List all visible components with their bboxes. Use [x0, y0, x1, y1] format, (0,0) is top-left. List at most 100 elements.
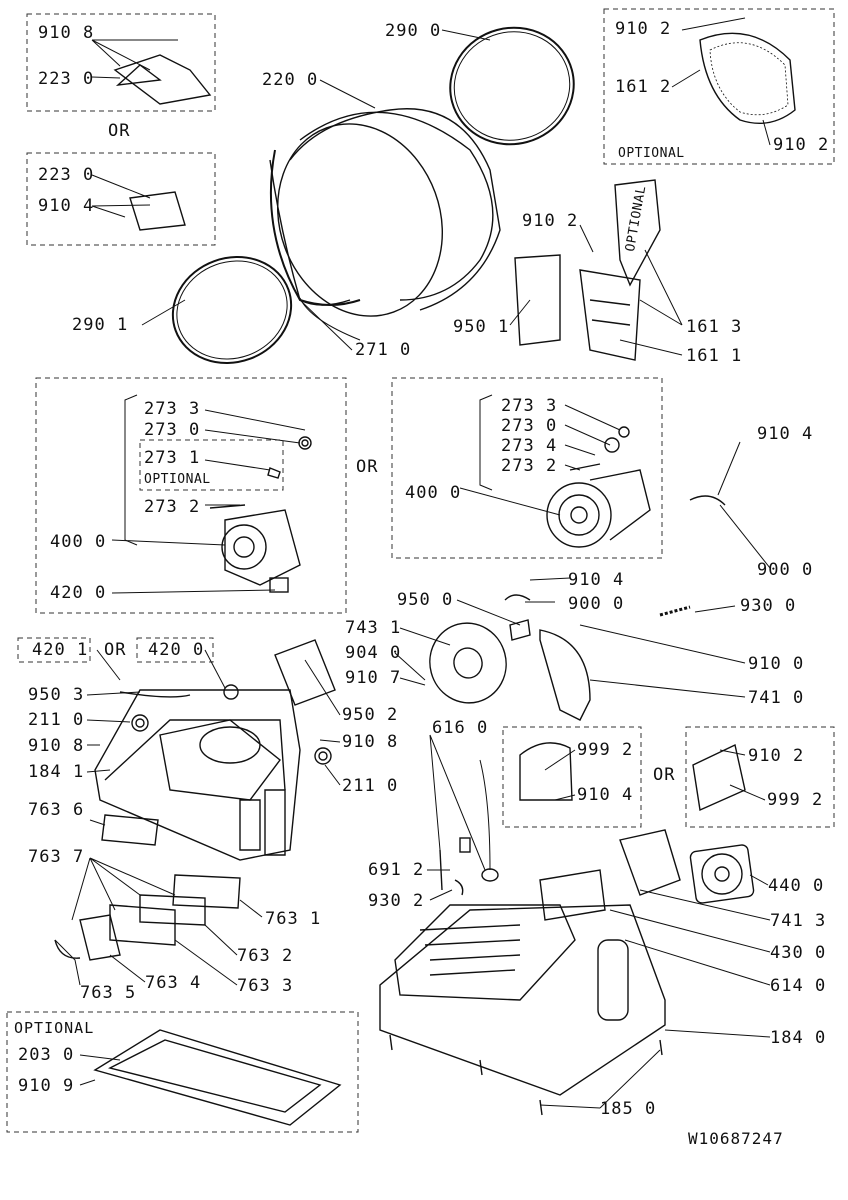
cover-999-2-b: [692, 743, 746, 812]
bearing-420-0: [223, 684, 239, 700]
label-203-0: 203 0: [18, 1045, 75, 1065]
box-999-2-a: [502, 726, 642, 828]
cover-999-2-a: [519, 742, 573, 801]
label-273-3: 273 3: [144, 399, 201, 419]
leader-lines: [54, 17, 771, 1109]
compressor-614-0: [597, 939, 629, 1021]
label-910-9: 910 9: [18, 1076, 75, 1096]
fan-440-0: [689, 844, 755, 904]
label-910-2: 910 2: [522, 211, 579, 231]
box-optional-203: [6, 1011, 359, 1133]
blower-housing-741-0: [539, 629, 591, 721]
label-or: OR: [653, 765, 676, 785]
label-691-2: 691 2: [368, 860, 425, 880]
seal-290-0: [449, 26, 575, 146]
label-290-0: 290 0: [385, 21, 442, 41]
label-273-2: 273 2: [144, 497, 201, 517]
label-763-2: 763 2: [237, 946, 294, 966]
label-763-7: 763 7: [28, 847, 85, 867]
label-400-0: 400 0: [50, 532, 107, 552]
label-910-2: 910 2: [773, 135, 830, 155]
label-273-0: 273 0: [144, 420, 201, 440]
label-910-8: 910 8: [342, 732, 399, 752]
label-910-8: 910 8: [28, 736, 85, 756]
spring-930-0: [659, 605, 691, 617]
label-161-1: 161 1: [686, 346, 743, 366]
belt-part: [269, 149, 361, 306]
filter-763-4: [79, 914, 121, 961]
box-motor-b: [391, 377, 663, 559]
label-950-1: 950 1: [453, 317, 510, 337]
label-184-1: 184 1: [28, 762, 85, 782]
label-420-1: 420 1: [32, 640, 89, 660]
gasket-950-1: [514, 254, 561, 346]
label-741-0: 741 0: [748, 688, 805, 708]
label-220-0: 220 0: [262, 70, 319, 90]
label-910-4: 910 4: [38, 196, 95, 216]
filter-763-5: [54, 939, 81, 959]
filter-763-6: [101, 814, 159, 846]
label-910-8: 910 8: [38, 23, 95, 43]
label-211-0: 211 0: [342, 776, 399, 796]
group-boxes: [6, 8, 835, 1133]
label-763-4: 763 4: [145, 973, 202, 993]
motor-b-part: [546, 426, 651, 548]
label-273-0: 273 0: [501, 416, 558, 436]
label-910-4: 910 4: [757, 424, 814, 444]
label-950-2: 950 2: [342, 705, 399, 725]
label-273-2: 273 2: [501, 456, 558, 476]
label-950-3: 950 3: [28, 685, 85, 705]
gasket-950-0: [509, 619, 531, 641]
filter-161-3: [614, 179, 661, 287]
filter-161-1: [579, 269, 641, 361]
label-910-2: 910 2: [748, 746, 805, 766]
heater-203-0: [93, 1029, 342, 1126]
label-273-4: 273 4: [501, 436, 558, 456]
label-904-0: 904 0: [345, 643, 402, 663]
label-211-0: 211 0: [28, 710, 85, 730]
label-or: OR: [104, 640, 127, 660]
label-430-0: 430 0: [770, 943, 827, 963]
label-400-0: 400 0: [405, 483, 462, 503]
label-999-2: 999 2: [577, 740, 634, 760]
label-900-0: 900 0: [568, 594, 625, 614]
box-optional-filter: [603, 8, 835, 165]
sensor-691-2: [459, 837, 471, 853]
label-273-1: 273 1: [144, 448, 201, 468]
label-optional: OPTIONAL: [144, 472, 211, 487]
label-161-2: 161 2: [615, 77, 672, 97]
filter-763-3: [109, 904, 176, 946]
label-900-0: 900 0: [757, 560, 814, 580]
label-161-3: 161 3: [686, 317, 743, 337]
label-420-0: 420 0: [148, 640, 205, 660]
spring-930-2: [454, 879, 464, 896]
label-763-6: 763 6: [28, 800, 85, 820]
box-999-2-b: [685, 726, 835, 828]
label-910-4: 910 4: [577, 785, 634, 805]
filter-161-2: [699, 32, 796, 124]
filter-763-1: [172, 874, 241, 909]
label-741-3: 741 3: [770, 911, 827, 931]
pump-430-0: [539, 869, 606, 921]
roller-211-0-a: [131, 714, 149, 732]
base-184-0: [379, 904, 666, 1116]
blower-wheel: [429, 622, 507, 704]
inlet-223-0-a: [113, 54, 212, 105]
label-910-4: 910 4: [568, 570, 625, 590]
label-614-0: 614 0: [770, 976, 827, 996]
duct-741-3: [619, 829, 681, 896]
base-184-1: [94, 689, 301, 861]
motor-a-part: [209, 436, 312, 593]
box-motor-a: [35, 377, 347, 614]
document-number: W10687247: [688, 1129, 784, 1148]
roller-211-0-b: [314, 747, 332, 765]
label-optional: OPTIONAL: [14, 1019, 95, 1037]
label-440-0: 440 0: [768, 876, 825, 896]
label-223-0: 223 0: [38, 69, 95, 89]
inlet-223-0-b: [129, 191, 186, 231]
label-420-0: 420 0: [50, 583, 107, 603]
sensor-616-0: [479, 759, 491, 871]
gasket-950-2: [274, 639, 336, 706]
